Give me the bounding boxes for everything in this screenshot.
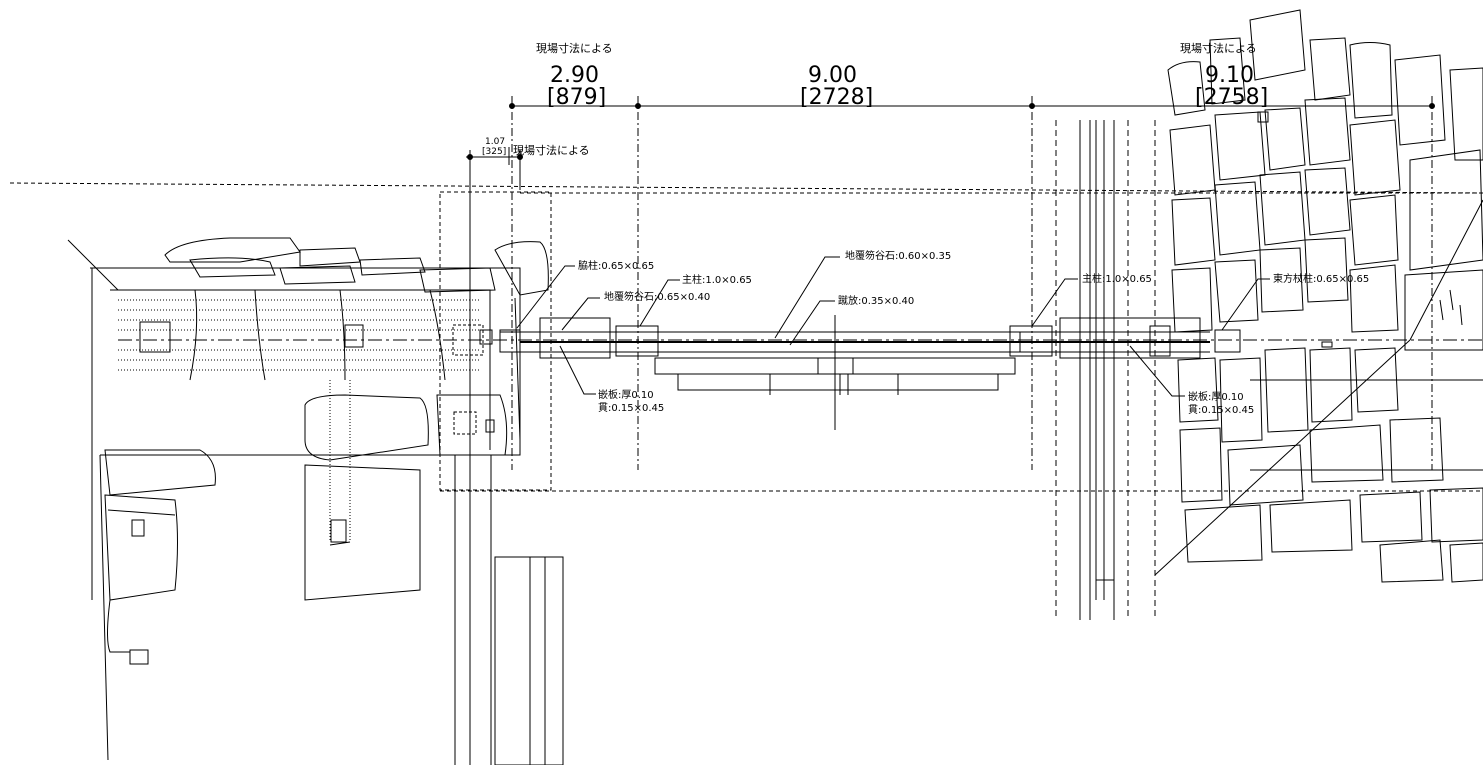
gate-structure	[499, 315, 1241, 430]
dimension-texts: 現場寸法による 2.90 [879] 9.00 [2728] 現場寸法による 9…	[482, 41, 1268, 157]
right-dim-sub: [2758]	[1195, 85, 1268, 110]
small-dim-note: 現場寸法による	[513, 143, 590, 157]
member-labels: 脇柱:0.65×0.65 主柱:1.0×0.65 地覆笏谷石:0.65×0.40…	[578, 249, 1369, 416]
left-stone-wall	[67, 237, 564, 765]
label-shubashira-left: 主柱:1.0×0.65	[682, 273, 752, 286]
guide-lines	[9, 182, 1483, 492]
right-dim-value: 9.10	[1205, 63, 1254, 88]
label-kehanashi: 蹴放:0.35×0.40	[838, 294, 914, 307]
leader-lines	[516, 256, 1270, 397]
label-jifuku-left: 地覆笏谷石:0.65×0.40	[604, 290, 710, 303]
small-dim-value: 1.07	[485, 137, 505, 147]
left-dim-value: 2.90	[550, 63, 599, 88]
middle-dim-sub: [2728]	[800, 85, 873, 110]
small-dim-sub: [325]	[482, 147, 506, 157]
dimension-lines	[466, 96, 1435, 765]
left-dim-note: 現場寸法による	[536, 41, 613, 55]
label-nuki-left: 貫:0.15×0.45	[598, 402, 664, 414]
right-rails	[1055, 120, 1156, 620]
left-dim-sub: [879]	[547, 85, 606, 110]
label-jifuku-center: 地覆笏谷石:0.60×0.35	[845, 249, 951, 262]
right-stone-wall	[1154, 9, 1483, 583]
label-hameita-right: 嵌板:厚0.10	[1188, 390, 1244, 403]
right-dim-note: 現場寸法による	[1180, 41, 1257, 55]
label-wakibashira: 脇柱:0.65×0.65	[578, 259, 654, 272]
middle-dim-value: 9.00	[808, 63, 857, 88]
label-nuki-right: 貫:0.15×0.45	[1188, 404, 1254, 416]
label-higashi-tsue: 東方杖柱:0.65×0.65	[1273, 272, 1369, 285]
label-hameita-left: 嵌板:厚0.10	[598, 388, 654, 401]
label-shubashira-right: 主柱:1.0×0.65	[1082, 272, 1152, 285]
